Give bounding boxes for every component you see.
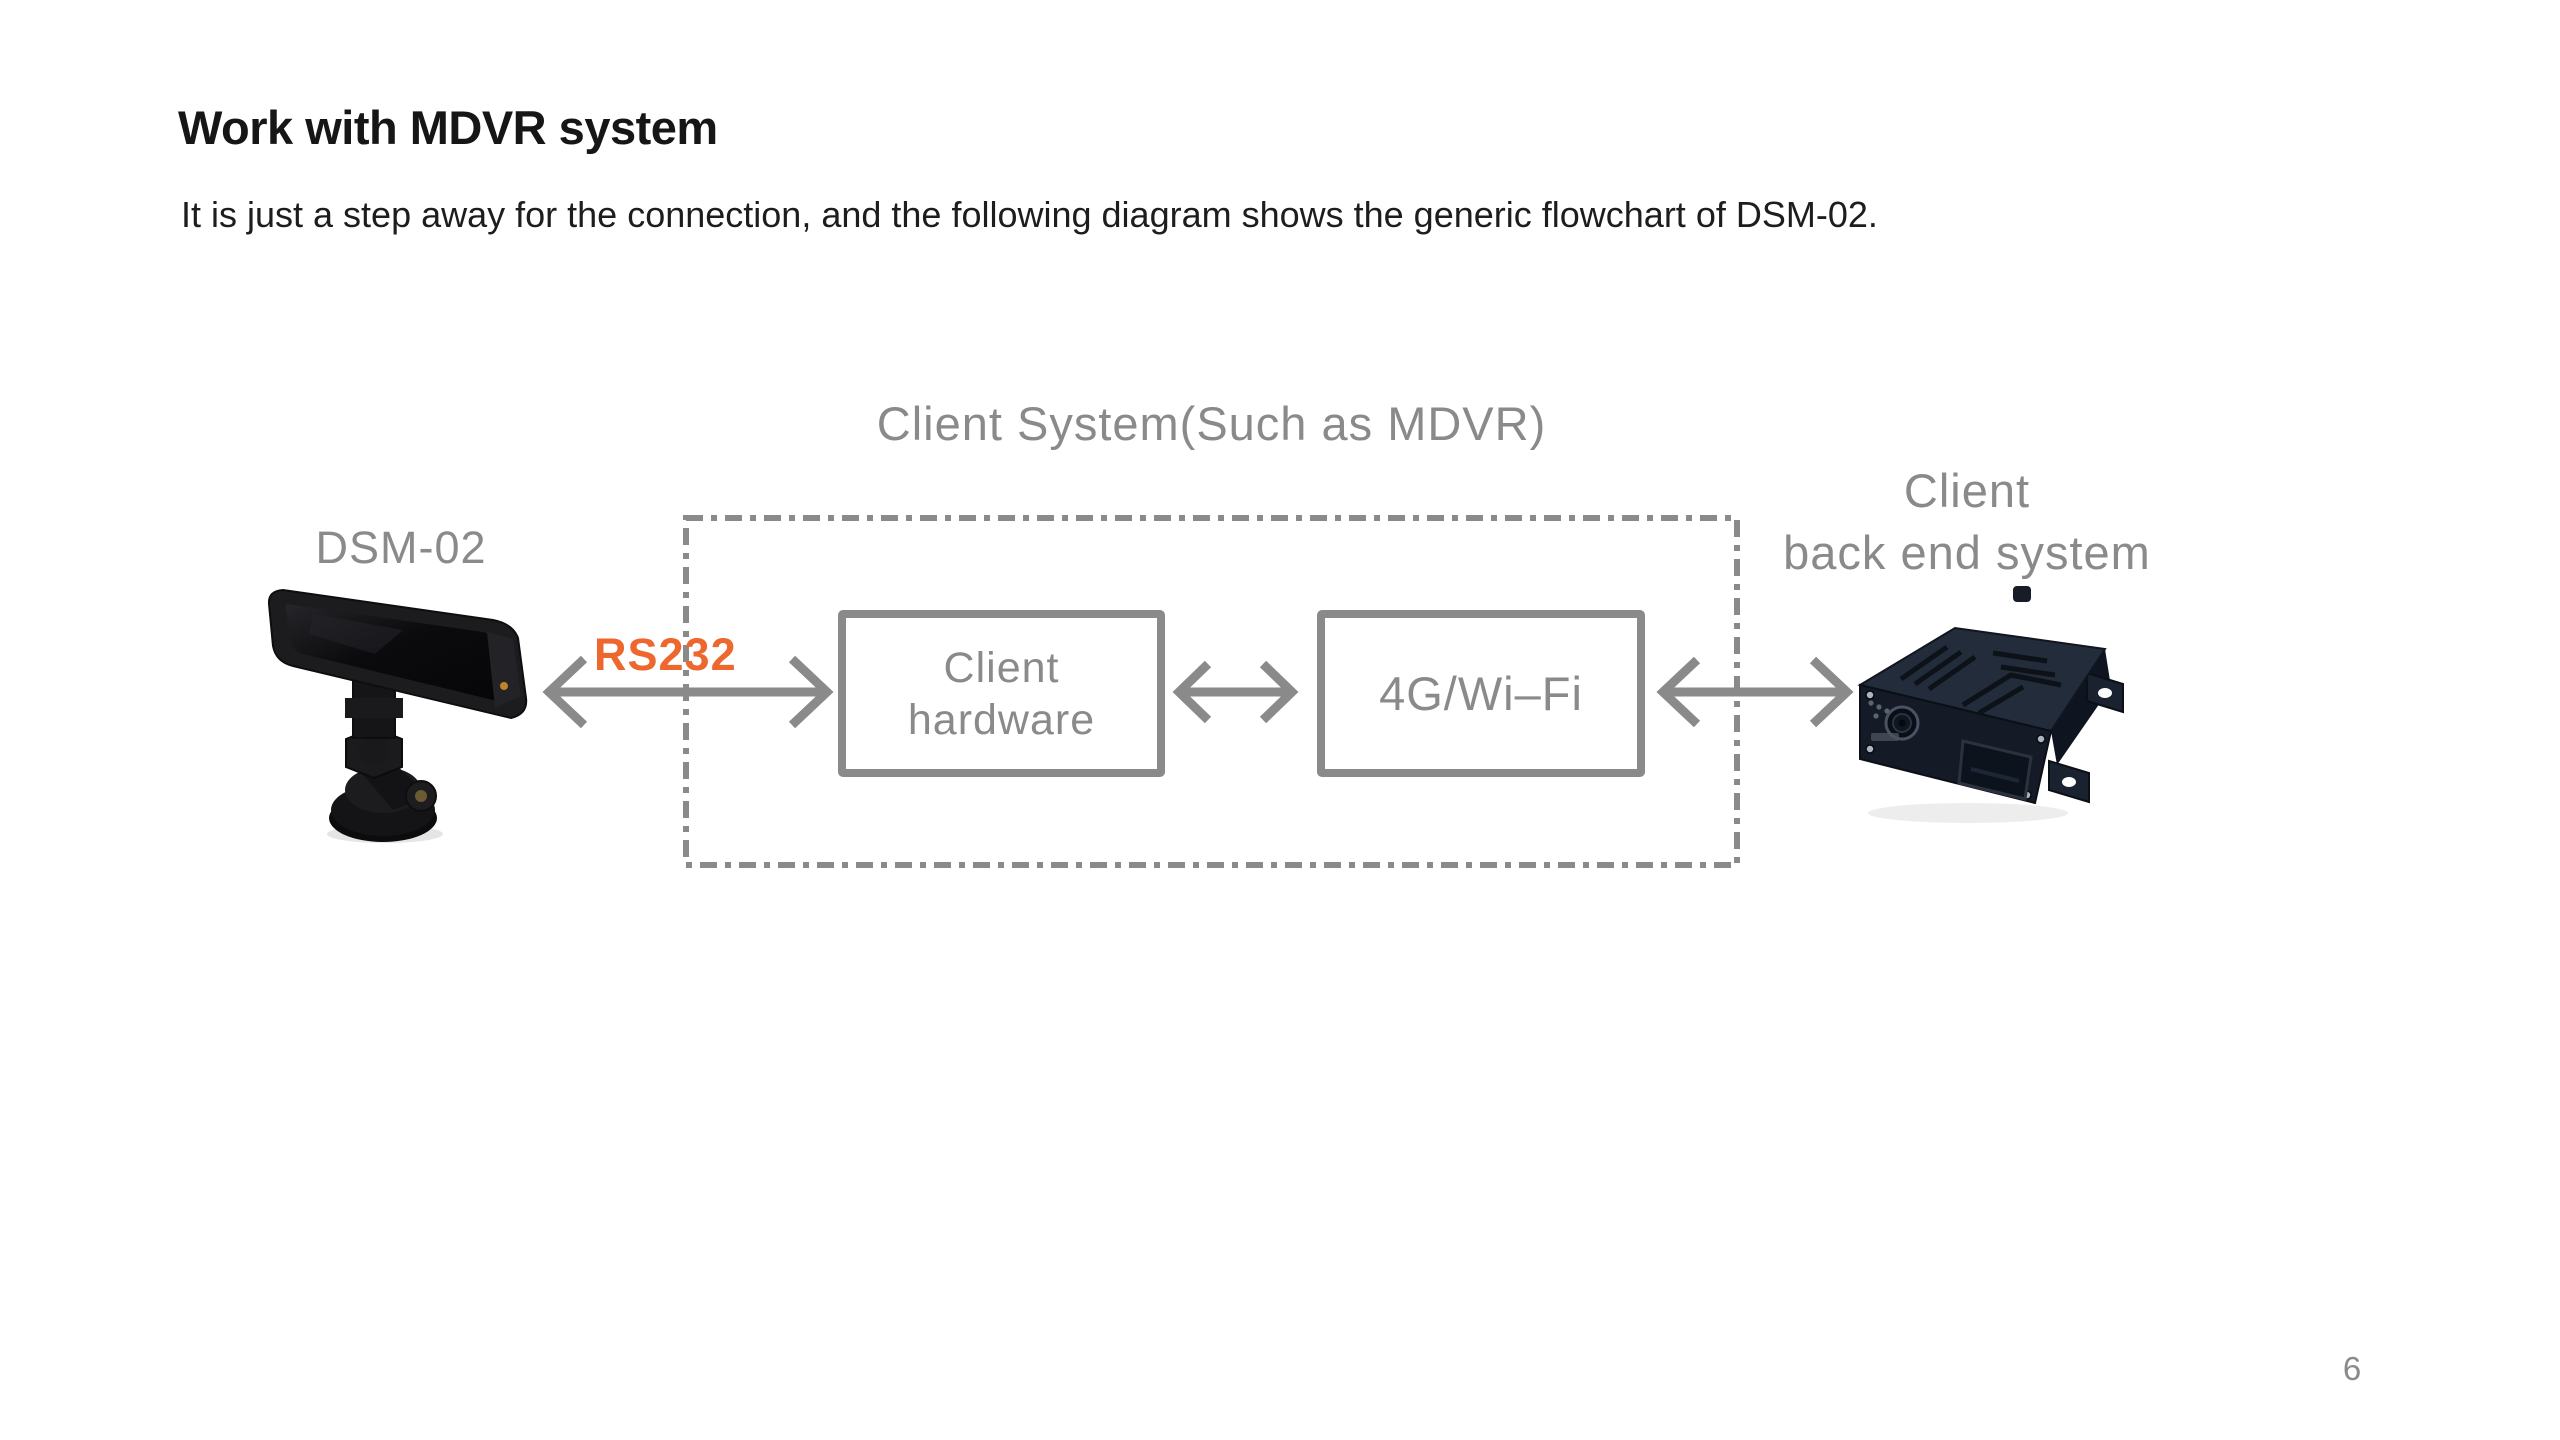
rs232-link-label: RS232 [594,629,737,680]
network-box-label: 4G/Wi–Fi [1379,666,1583,720]
mdvr-device-image [1857,586,2124,823]
network-box: 4G/Wi–Fi [1317,610,1645,777]
dsm-device-label: DSM-02 [315,522,487,573]
hardware-network-double-arrow [1172,660,1299,724]
page-number: 6 [2342,1350,2362,1387]
network-backend-double-arrow [1656,656,1854,728]
client-system-label: Client System(Such as MDVR) [876,397,1547,450]
client-hardware-box: Client hardware [838,610,1165,777]
client-backend-label: Client back end system [1757,460,2177,584]
dsm-camera-image [267,588,528,843]
client-backend-label-line2: back end system [1783,526,2151,579]
client-hardware-label-line1: Client [943,643,1060,692]
page-title: Work with MDVR system [178,101,718,154]
page-subtitle: It is just a step away for the connectio… [181,194,1878,235]
client-hardware-label-line2: hardware [907,695,1096,744]
client-backend-label-line1: Client [1903,464,2031,517]
